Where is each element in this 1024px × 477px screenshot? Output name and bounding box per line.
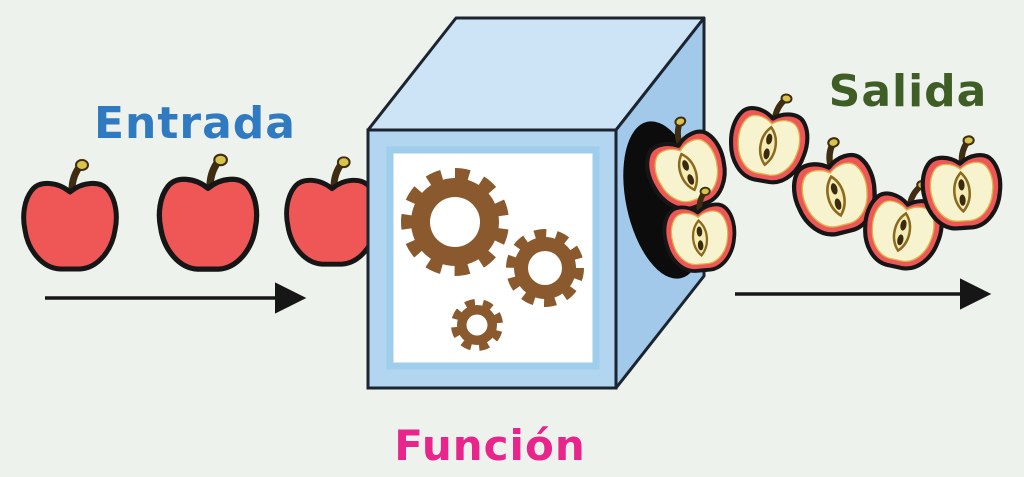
input-label: Entrada [94,98,296,149]
output-label: Salida [829,66,988,117]
gear-icon [514,237,576,299]
function-label: Función [394,421,585,470]
